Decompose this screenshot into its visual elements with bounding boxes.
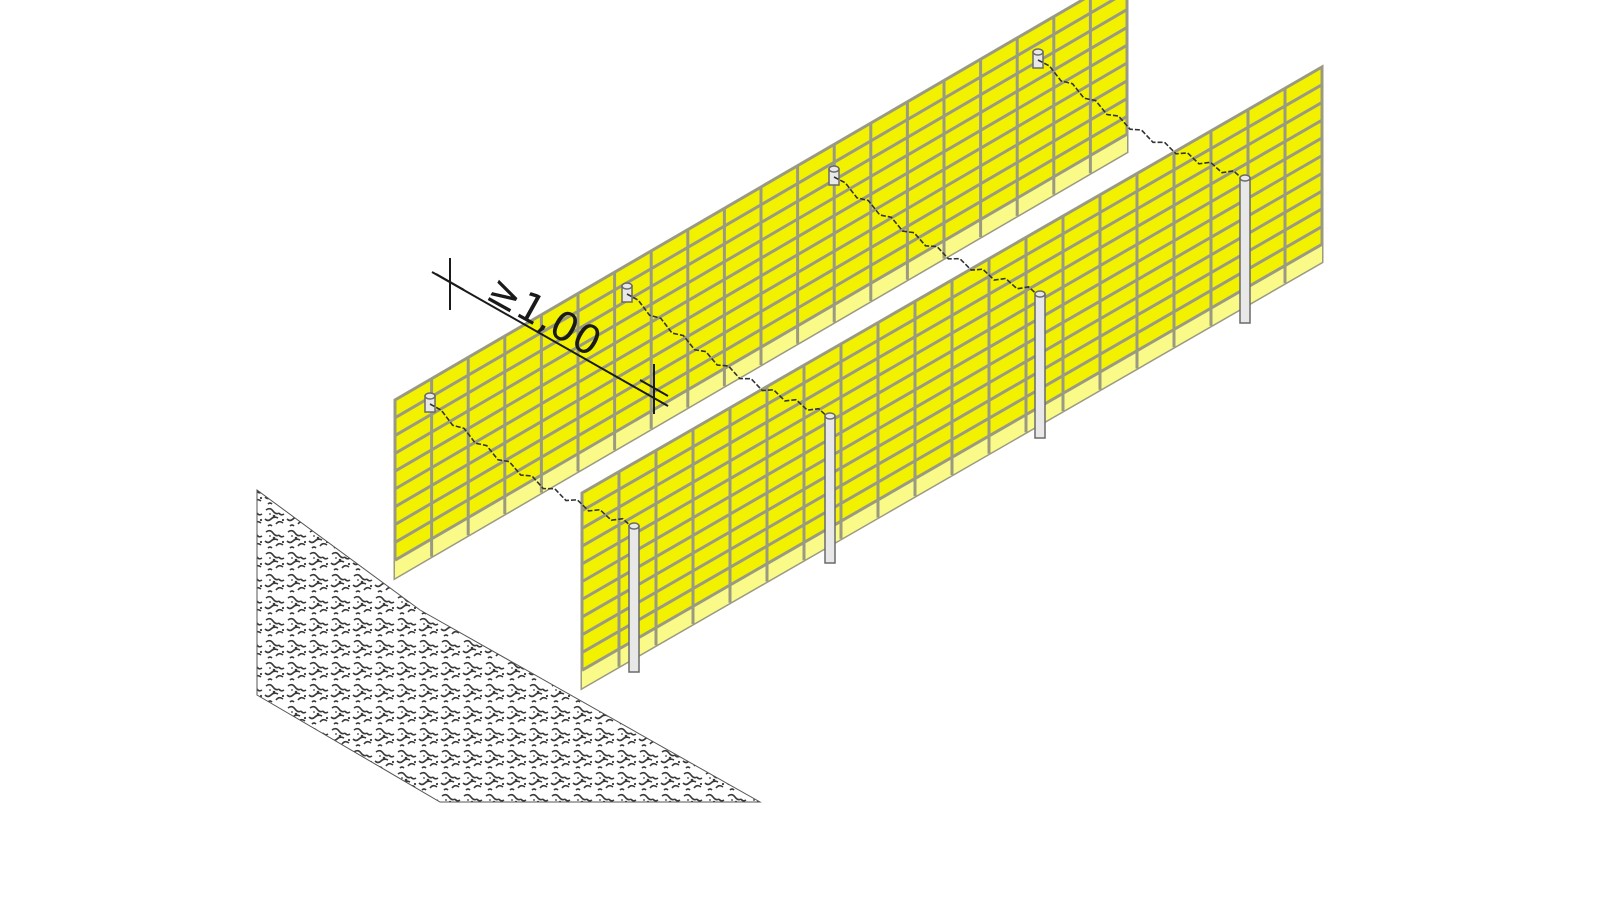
front-fence-grid-horizontal bbox=[581, 136, 1323, 566]
front-post-4-cap bbox=[1239, 174, 1251, 182]
back-post-3-cap bbox=[828, 165, 840, 173]
back-fence-grid-horizontal bbox=[394, 43, 1128, 473]
dimension-line bbox=[431, 271, 669, 407]
back-fence-mesh bbox=[393, 0, 1129, 581]
front-post-1 bbox=[628, 525, 640, 673]
front-post-2 bbox=[824, 415, 836, 564]
front-fence-grid-horizontal bbox=[581, 207, 1323, 637]
front-fence-grid-horizontal bbox=[581, 189, 1323, 619]
back-fence-grid-horizontal bbox=[394, 79, 1128, 509]
front-fence-mesh bbox=[580, 64, 1324, 691]
ground-slope bbox=[256, 489, 762, 803]
back-post-4-cap bbox=[1032, 48, 1044, 56]
back-post-1-cap bbox=[424, 392, 436, 400]
front-fence-grid-horizontal bbox=[581, 172, 1323, 601]
tie-wire-1 bbox=[429, 403, 635, 530]
front-post-4 bbox=[1239, 177, 1251, 324]
back-fence-grid-horizontal bbox=[394, 26, 1128, 455]
front-post-2-cap bbox=[824, 412, 836, 420]
back-fence-grid-horizontal bbox=[394, 0, 1116, 420]
front-fence-wires bbox=[429, 59, 1246, 530]
back-fence-grid-horizontal bbox=[394, 132, 1128, 562]
back-post-2-cap bbox=[621, 282, 633, 290]
front-fence-grid-horizontal bbox=[581, 118, 1323, 548]
back-fence-grid-horizontal bbox=[394, 61, 1128, 491]
front-fence-grid-horizontal bbox=[581, 225, 1323, 654]
front-fence-grid-horizontal bbox=[581, 154, 1323, 583]
back-fence-grid-horizontal bbox=[394, 8, 1128, 437]
tie-wire-2 bbox=[626, 293, 831, 420]
front-post-1-cap bbox=[628, 522, 640, 530]
front-fence-grid-horizontal bbox=[581, 101, 1323, 530]
front-post-3-cap bbox=[1034, 290, 1046, 298]
front-post-3 bbox=[1034, 293, 1046, 439]
front-fence-grid-horizontal bbox=[581, 242, 1323, 672]
tie-wire-4 bbox=[1037, 59, 1246, 182]
front-fence-grid-horizontal bbox=[581, 83, 1323, 513]
front-fence-posts bbox=[628, 174, 1251, 673]
back-fence-grid-horizontal bbox=[394, 97, 1128, 526]
tie-wire-3 bbox=[833, 176, 1041, 298]
